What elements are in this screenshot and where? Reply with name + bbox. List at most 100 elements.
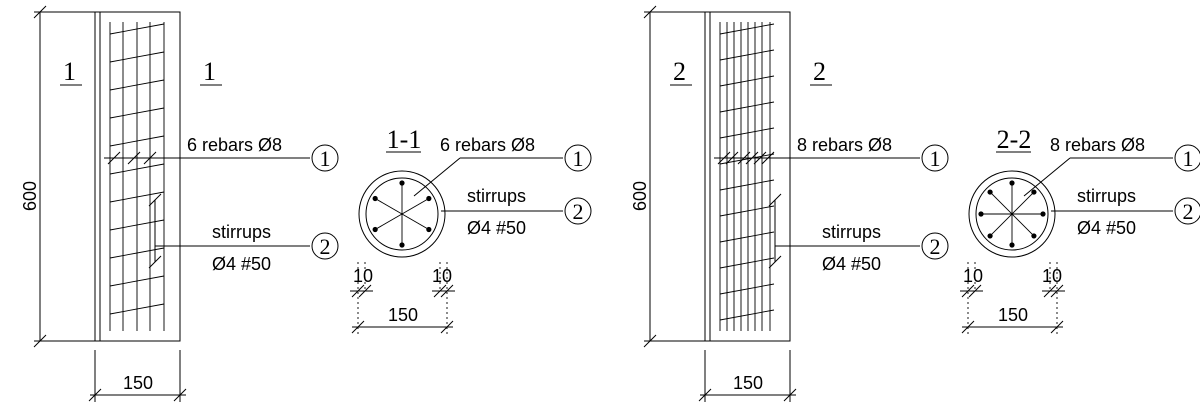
- stirrup-line-6: [719, 153, 775, 165]
- height-dim-tick-bottom: [33, 334, 47, 348]
- stirrup-line-7: [109, 191, 165, 203]
- stirrup-line-11: [719, 283, 775, 295]
- stirrup-spacing-tick-top: [768, 193, 782, 207]
- stirrup-spacing-tick-top: [148, 193, 162, 207]
- elevation-rebar-label: 6 rebars Ø8: [187, 135, 282, 155]
- cover-right-tick-1: [1043, 284, 1057, 298]
- width-dim-tick-left: [698, 388, 712, 402]
- section-width-value: 150: [998, 305, 1028, 325]
- section-bar-2: [1031, 189, 1037, 195]
- section-rebar-leader-slant: [1023, 157, 1071, 197]
- stirrup-line-5: [719, 127, 775, 139]
- cover-left-tick-2: [968, 284, 982, 298]
- cut-mark-left-label: 2: [673, 57, 686, 86]
- height-dim-tick-top: [33, 5, 47, 19]
- section-stirrup-ring: [365, 177, 439, 251]
- cut-mark-left-label: 1: [63, 57, 76, 86]
- cover-right-tick-2: [440, 284, 454, 298]
- cover-right-tick-2: [1050, 284, 1064, 298]
- height-dim-value: 600: [630, 181, 650, 211]
- elevation-stirrup-label-2: Ø4 #50: [212, 254, 271, 274]
- stirrup-line-4: [109, 107, 165, 119]
- width-dim-tick-right: [173, 388, 187, 402]
- cut-mark-right-label: 2: [813, 57, 826, 86]
- section-bar-3: [426, 226, 432, 233]
- elevation-mark-rebar-number: 1: [320, 146, 331, 171]
- elevation-mark-stirrup-circle: [921, 232, 949, 260]
- section-mark-stirrup-circle: [564, 197, 592, 225]
- cover-left-tick-1: [961, 284, 975, 298]
- rebar-leader-tick-2: [127, 151, 141, 165]
- width-dim-tick-right: [783, 388, 797, 402]
- stirrup-line-1: [109, 23, 165, 35]
- section-title: 2-2: [997, 125, 1032, 154]
- elevation-mark-stirrup-number: 2: [930, 234, 941, 259]
- section-mark-stirrup-circle: [1174, 197, 1200, 225]
- stirrup-line-7: [719, 179, 775, 191]
- stirrup-line-9: [719, 231, 775, 243]
- stirrup-line-11: [109, 303, 165, 315]
- section-radial-line-4: [989, 191, 1035, 237]
- rebar-leader-tick-extra-2: [745, 151, 759, 165]
- stirrup-line-6: [109, 163, 165, 175]
- section-width-value: 150: [388, 305, 418, 325]
- elevation-rebar-label: 8 rebars Ø8: [797, 135, 892, 155]
- rebar-leader-tick-3: [143, 151, 157, 165]
- section-bar-6: [987, 233, 993, 239]
- elevation-mark-stirrup-number: 2: [320, 234, 331, 259]
- section-bar-8: [987, 189, 993, 195]
- stirrup-line-10: [719, 257, 775, 269]
- section-rebar-label: 6 rebars Ø8: [440, 135, 535, 155]
- stirrup-line-3: [109, 79, 165, 91]
- section-mark-rebar-number: 1: [1183, 146, 1194, 171]
- stirrup-line-2: [719, 49, 775, 61]
- section-mark-stirrup-number: 2: [573, 199, 584, 224]
- stirrup-line-1: [719, 23, 775, 35]
- stirrup-line-3: [719, 75, 775, 87]
- section-rebar-label: 8 rebars Ø8: [1050, 135, 1145, 155]
- section-radial-line-3: [374, 198, 430, 230]
- width-dim-value: 150: [733, 373, 763, 393]
- elevation-mark-rebar-number: 1: [930, 146, 941, 171]
- section-rebar-leader-slant: [413, 157, 461, 197]
- stirrup-line-12: [719, 309, 775, 321]
- stirrup-line-5: [109, 135, 165, 147]
- column-outline: [704, 11, 791, 342]
- section-stirrup-ring: [975, 177, 1049, 251]
- section-bar-1: [1009, 180, 1015, 186]
- section-bar-2: [426, 195, 432, 202]
- section-width-tick-left: [351, 320, 365, 334]
- section-width-tick-left: [961, 320, 975, 334]
- section-stirrup-label-2: Ø4 #50: [467, 218, 526, 238]
- stirrup-line-4: [719, 101, 775, 113]
- column-outline: [94, 11, 181, 342]
- stirrup-spacing-tick-bottom: [148, 255, 162, 269]
- height-dim-tick-top: [643, 5, 657, 19]
- section-bar-7: [978, 211, 984, 217]
- width-dim-tick-left: [88, 388, 102, 402]
- section-width-tick-right: [1050, 320, 1064, 334]
- cover-left-tick-1: [351, 284, 365, 298]
- section-outline: [358, 170, 446, 258]
- stirrup-line-10: [109, 275, 165, 287]
- section-bar-3: [1040, 211, 1046, 217]
- rebar-leader-tick-1: [107, 151, 121, 165]
- section-title: 1-1: [387, 125, 422, 154]
- cover-left-value: 10: [963, 266, 983, 286]
- width-dim-value: 150: [123, 373, 153, 393]
- elevation-mark-stirrup-circle: [311, 232, 339, 260]
- rebar-leader-tick-3: [753, 151, 767, 165]
- section-mark-stirrup-number: 2: [1183, 199, 1194, 224]
- cover-right-value: 10: [432, 266, 452, 286]
- section-stirrup-label-2: Ø4 #50: [1077, 218, 1136, 238]
- elevation-mark-rebar-circle: [311, 144, 339, 172]
- section-bar-4: [1031, 233, 1037, 239]
- elevation-mark-rebar-circle: [921, 144, 949, 172]
- cover-left-value: 10: [353, 266, 373, 286]
- elevation-stirrup-label-2: Ø4 #50: [822, 254, 881, 274]
- height-dim-tick-bottom: [643, 334, 657, 348]
- stirrup-spacing-tick-bottom: [768, 255, 782, 269]
